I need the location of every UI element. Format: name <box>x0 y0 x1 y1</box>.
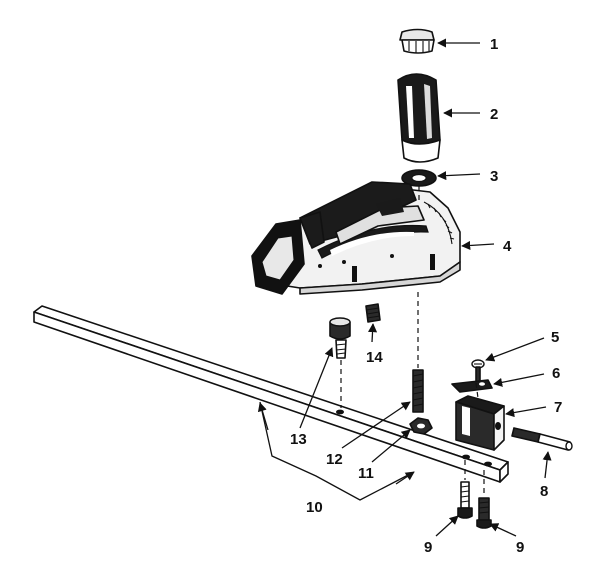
label-part-11: 11 <box>358 465 374 482</box>
part-11-nut <box>409 417 433 435</box>
part-4-miter-gauge-body <box>251 181 461 295</box>
label-part-7: 7 <box>554 399 562 416</box>
part-14-set-screw <box>365 303 381 323</box>
leader-lines <box>257 38 552 537</box>
label-part-9-right: 9 <box>516 539 524 556</box>
assembly-center-lines <box>340 186 485 496</box>
part-1-cap <box>399 28 435 54</box>
part-6-pointer <box>451 379 493 393</box>
label-part-1: 1 <box>490 36 498 53</box>
part-13-stop-screw <box>329 317 351 359</box>
part-12-stud <box>412 369 424 413</box>
label-part-9-left: 9 <box>424 539 432 556</box>
label-part-4: 4 <box>503 238 512 255</box>
label-part-5: 5 <box>551 329 559 346</box>
part-5-screw <box>471 359 485 383</box>
label-part-3: 3 <box>490 168 498 185</box>
label-part-13: 13 <box>290 431 307 448</box>
label-part-2: 2 <box>490 106 498 123</box>
part-10-guide-bar <box>33 305 509 483</box>
part-labels: 1 2 3 4 5 6 7 8 9 9 10 11 12 13 14 <box>290 36 562 556</box>
label-part-14: 14 <box>366 349 383 366</box>
label-part-8: 8 <box>540 483 548 500</box>
label-part-6: 6 <box>552 365 560 382</box>
label-part-12: 12 <box>326 451 343 468</box>
part-9-screw-left <box>457 481 473 519</box>
part-3-washer <box>401 169 437 187</box>
part-2-handle <box>397 73 441 163</box>
part-8-clamp-rod <box>511 427 573 451</box>
part-7-stop-block <box>455 395 505 451</box>
label-part-10: 10 <box>306 499 323 516</box>
part-9-screw-right <box>476 497 492 529</box>
